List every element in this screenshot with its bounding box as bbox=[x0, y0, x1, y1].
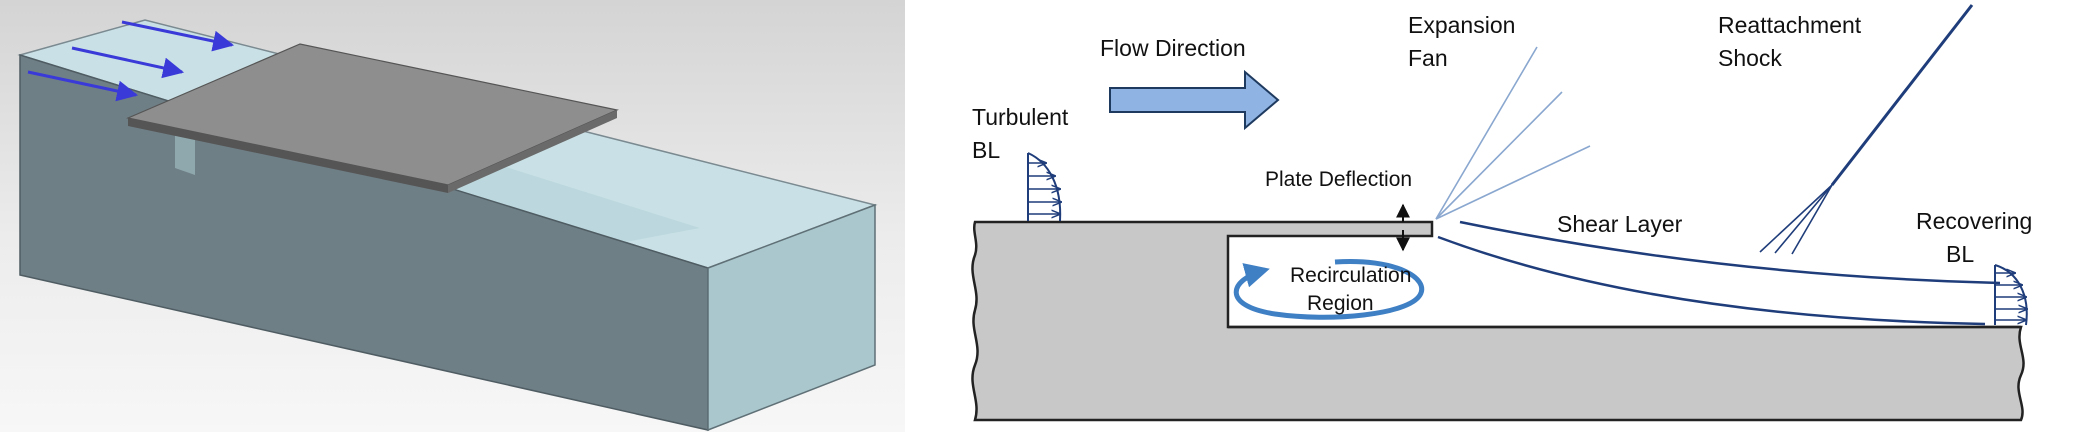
recovering-bl-label: Recovering bbox=[1916, 208, 2032, 234]
reattachment-shock-label: Reattachment bbox=[1718, 12, 1862, 38]
expansion-fan-label: Expansion bbox=[1408, 12, 1515, 38]
model-front-face bbox=[707, 203, 876, 432]
model-3d-panel bbox=[0, 0, 905, 432]
cavity-wall bbox=[175, 130, 195, 175]
expansion-fan-line bbox=[1435, 46, 1538, 220]
plate-deflection-label: Plate Deflection bbox=[1265, 168, 1412, 191]
turbulent-bl-profile bbox=[1027, 152, 1061, 222]
shock-foot-line bbox=[1759, 184, 1833, 253]
plate-edge-right bbox=[448, 110, 617, 193]
recirculation-region-label: Recirculation bbox=[1290, 264, 1411, 287]
turbulent-bl-label: BL bbox=[972, 137, 1000, 163]
incoming-flow-arrow bbox=[121, 20, 235, 52]
recovering-bl-label: BL bbox=[1946, 241, 1974, 267]
turbulent-bl-label: Turbulent bbox=[972, 104, 1069, 130]
expansion-fan-line bbox=[1435, 91, 1563, 220]
expansion-fan-label: Fan bbox=[1408, 45, 1448, 71]
recirculation-arrow bbox=[1233, 258, 1425, 320]
solid-body bbox=[971, 220, 2025, 422]
flow-schematic-panel: Flow Direction Expansion Fan Reattachmen… bbox=[955, 0, 2076, 432]
recovering-bl-profile bbox=[1994, 264, 2027, 326]
incoming-flow-arrow bbox=[71, 46, 185, 79]
incoming-flow-arrow bbox=[27, 70, 139, 102]
shear-layer-lower bbox=[1437, 235, 1986, 326]
shear-layer-upper bbox=[1459, 220, 2001, 285]
recirculation-region-label: Region bbox=[1307, 292, 1374, 315]
expansion-fan-line bbox=[1435, 145, 1591, 220]
reattachment-shock-line bbox=[1830, 4, 1974, 186]
shock-foot-line bbox=[1774, 184, 1833, 254]
shear-layer-label: Shear Layer bbox=[1557, 211, 1683, 237]
reattachment-shock-label: Shock bbox=[1718, 45, 1782, 71]
flow-direction-label: Flow Direction bbox=[1100, 35, 1246, 61]
plate-edge-front bbox=[128, 118, 448, 193]
flow-direction-arrow bbox=[1109, 69, 1280, 131]
shock-foot-line bbox=[1791, 184, 1833, 255]
